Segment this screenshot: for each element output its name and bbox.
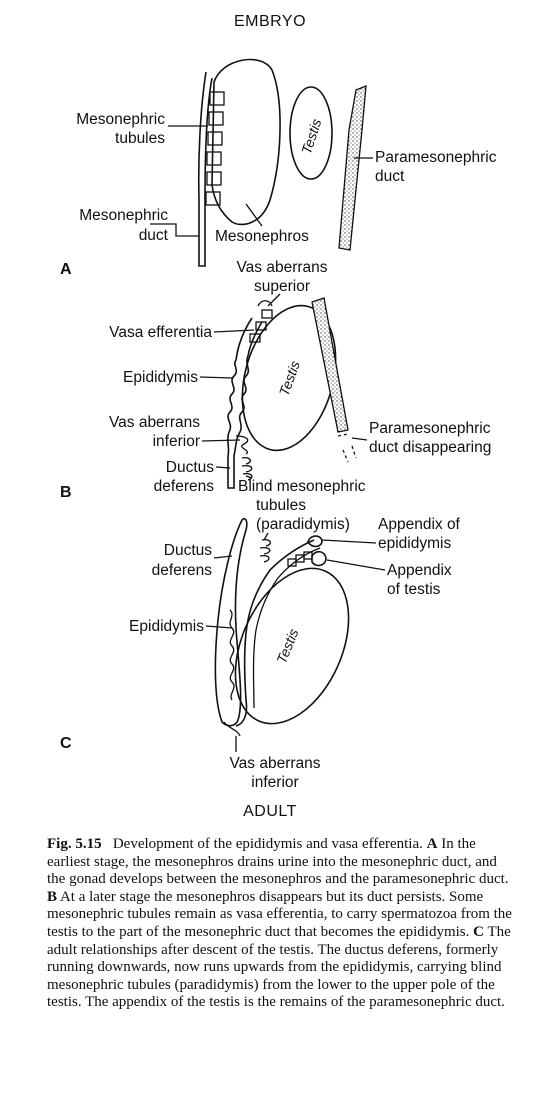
paramesonephric-duct-a-shape [338,85,367,251]
header-adult: ADULT [243,803,297,820]
label-blind-tubules-2: tubules [256,497,306,514]
paradidymis-shape [259,538,272,563]
figure-caption: Fig. 5.15 Development of the epididymis … [47,836,517,1012]
label-paramesonephric-duct-2: duct [375,168,405,185]
label-epididymis-c: Epididymis [129,618,204,635]
mesonephric-tubules-shape [205,91,225,206]
caption-a-text: In the earliest stage, the mesonephros d… [47,836,509,888]
embryology-diagram: EMBRYO A Testis Mesonephric tubules Meso… [60,13,497,820]
label-appendix-epididymis-1: Appendix of [378,516,461,533]
label-vasa-efferentia: Vasa efferentia [109,324,212,341]
panel-label-c: C [60,735,72,752]
label-ductus-deferens-b-1: Ductus [166,459,214,476]
caption-b-text: At a later stage the mesonephros disappe… [47,888,512,940]
label-mesonephros: Mesonephros [215,228,309,245]
label-ductus-deferens-b-2: deferens [154,478,215,495]
appendix-epididymis-shape [307,535,323,548]
label-vas-aberrans-inferior-b-1: Vas aberrans [109,414,200,431]
label-appendix-testis-2: of testis [387,581,441,598]
blind-tubules-b-shape [241,456,253,481]
testis-c-label: Testis [273,626,301,665]
caption-fig-label: Fig. 5.15 [47,836,102,852]
label-paradidymis: (paradidymis) [256,516,350,533]
label-appendix-testis-1: Appendix [387,562,452,579]
caption-a-label: A [426,836,438,852]
mesonephric-duct-shape [197,71,213,267]
testis-b-label: Testis [276,359,303,398]
mesonephros-shape [211,58,281,226]
panel-c: C Testis (paradidymis) Appe [60,516,461,791]
label-mesonephric-duct-1: Mesonephric [79,207,168,224]
label-appendix-epididymis-2: epididymis [378,535,451,552]
caption-b-label: B [47,888,58,905]
label-mesonephric-tubules-2: tubules [115,130,165,147]
panel-label-b: B [60,484,72,501]
testis-a-label: Testis [298,117,324,156]
label-paramesonephric-duct-1: Paramesonephric [375,149,497,166]
label-vas-aberrans-inferior-c-2: inferior [251,774,298,791]
ductus-deferens-c-shape [214,517,248,727]
label-paramesonephric-disappearing-1: Paramesonephric [369,420,491,437]
panel-a: A Testis Mesonephric tubules Mesonephric… [60,58,497,278]
label-ductus-deferens-c-2: deferens [152,562,213,579]
label-mesonephric-duct-2: duct [139,227,169,244]
label-vas-aberrans-superior-2: superior [254,278,310,295]
header-embryo: EMBRYO [234,13,306,30]
label-blind-tubules-1: Blind mesonephric [238,478,366,495]
vasa-efferentia-shape [249,300,273,343]
panel-label-a: A [60,261,72,278]
appendix-testis-shape [311,550,327,567]
epididymis-b-shape [227,317,263,489]
panel-b: B Testis Vas aberrans superior Vasa effe… [60,259,491,514]
caption-c-text: The adult relationships after descent of… [47,923,511,1011]
caption-title: Development of the epididymis and vasa e… [112,836,423,852]
paramesonephric-duct-b-shape [311,297,349,433]
testis-a-shape [289,86,333,180]
epididymis-c-shape [235,539,315,727]
label-mesonephric-tubules-1: Mesonephric [76,111,165,128]
label-ductus-deferens-c-1: Ductus [164,542,212,559]
label-paramesonephric-disappearing-2: duct disappearing [369,439,491,456]
label-vas-aberrans-superior-1: Vas aberrans [236,259,327,276]
label-epididymis-b: Epididymis [123,369,198,386]
label-vas-aberrans-inferior-b-2: inferior [153,433,200,450]
caption-c-label: C [473,923,484,940]
label-vas-aberrans-inferior-c-1: Vas aberrans [229,755,320,772]
